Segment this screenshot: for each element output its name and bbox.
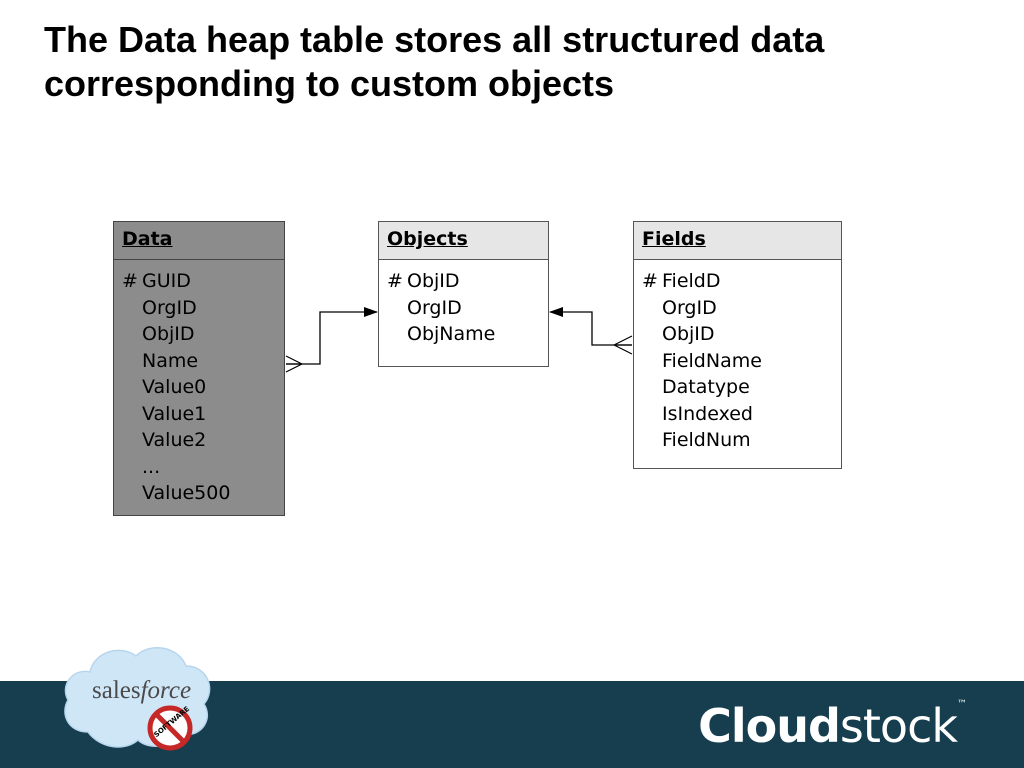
entity-field: #GUID: [122, 270, 191, 292]
entity-field: FieldNum: [662, 429, 751, 451]
entity-data-title: Data: [114, 222, 284, 260]
entity-field: Datatype: [662, 376, 750, 398]
entity-field: Value2: [142, 429, 207, 451]
entity-field: FieldName: [662, 349, 762, 372]
connector-fields-objects: [549, 307, 632, 346]
entity-field: Value500: [142, 482, 231, 504]
connector-data-objects: [286, 307, 378, 365]
slide-title: The Data heap table stores all structure…: [44, 19, 825, 104]
crowfoot-data-end: [285, 355, 303, 373]
entity-field: ...: [142, 455, 161, 478]
entity-fields-title: Fields: [634, 222, 841, 260]
salesforce-wordmark: salesforce: [92, 677, 192, 704]
entity-field: ObjID: [142, 323, 195, 345]
entity-objects-table: Objects #ObjID OrgID ObjName: [378, 221, 549, 367]
entity-data-table: Data #GUID OrgID ObjID Name Value0 Value…: [113, 221, 285, 516]
crowfoot-fields-end: [613, 335, 633, 355]
entity-field: ObjName: [407, 323, 496, 345]
entity-field: ObjID: [662, 323, 715, 345]
entity-objects-fields: #ObjID OrgID ObjName: [379, 260, 548, 348]
salesforce-cloud-logo: [64, 647, 211, 751]
entity-fields-fields: #FieldD OrgID ObjID FieldName Datatype I…: [634, 260, 841, 454]
entity-field: Value1: [142, 402, 207, 425]
no-software-badge-icon: [147, 705, 193, 751]
entity-field: Value0: [142, 376, 207, 398]
entity-field: IsIndexed: [662, 402, 753, 425]
entity-field: Name: [142, 349, 199, 372]
entity-field: #FieldD: [642, 270, 721, 292]
entity-field: OrgID: [662, 296, 717, 319]
cloudstock-logo: Cloudstock™: [698, 699, 967, 753]
entity-field: OrgID: [407, 296, 462, 319]
entity-field: #ObjID: [387, 270, 460, 292]
entity-field: OrgID: [142, 296, 197, 319]
entity-objects-title: Objects: [379, 222, 548, 260]
entity-fields-table: Fields #FieldD OrgID ObjID FieldName Dat…: [633, 221, 842, 469]
entity-data-fields: #GUID OrgID ObjID Name Value0 Value1 Val…: [114, 260, 284, 507]
